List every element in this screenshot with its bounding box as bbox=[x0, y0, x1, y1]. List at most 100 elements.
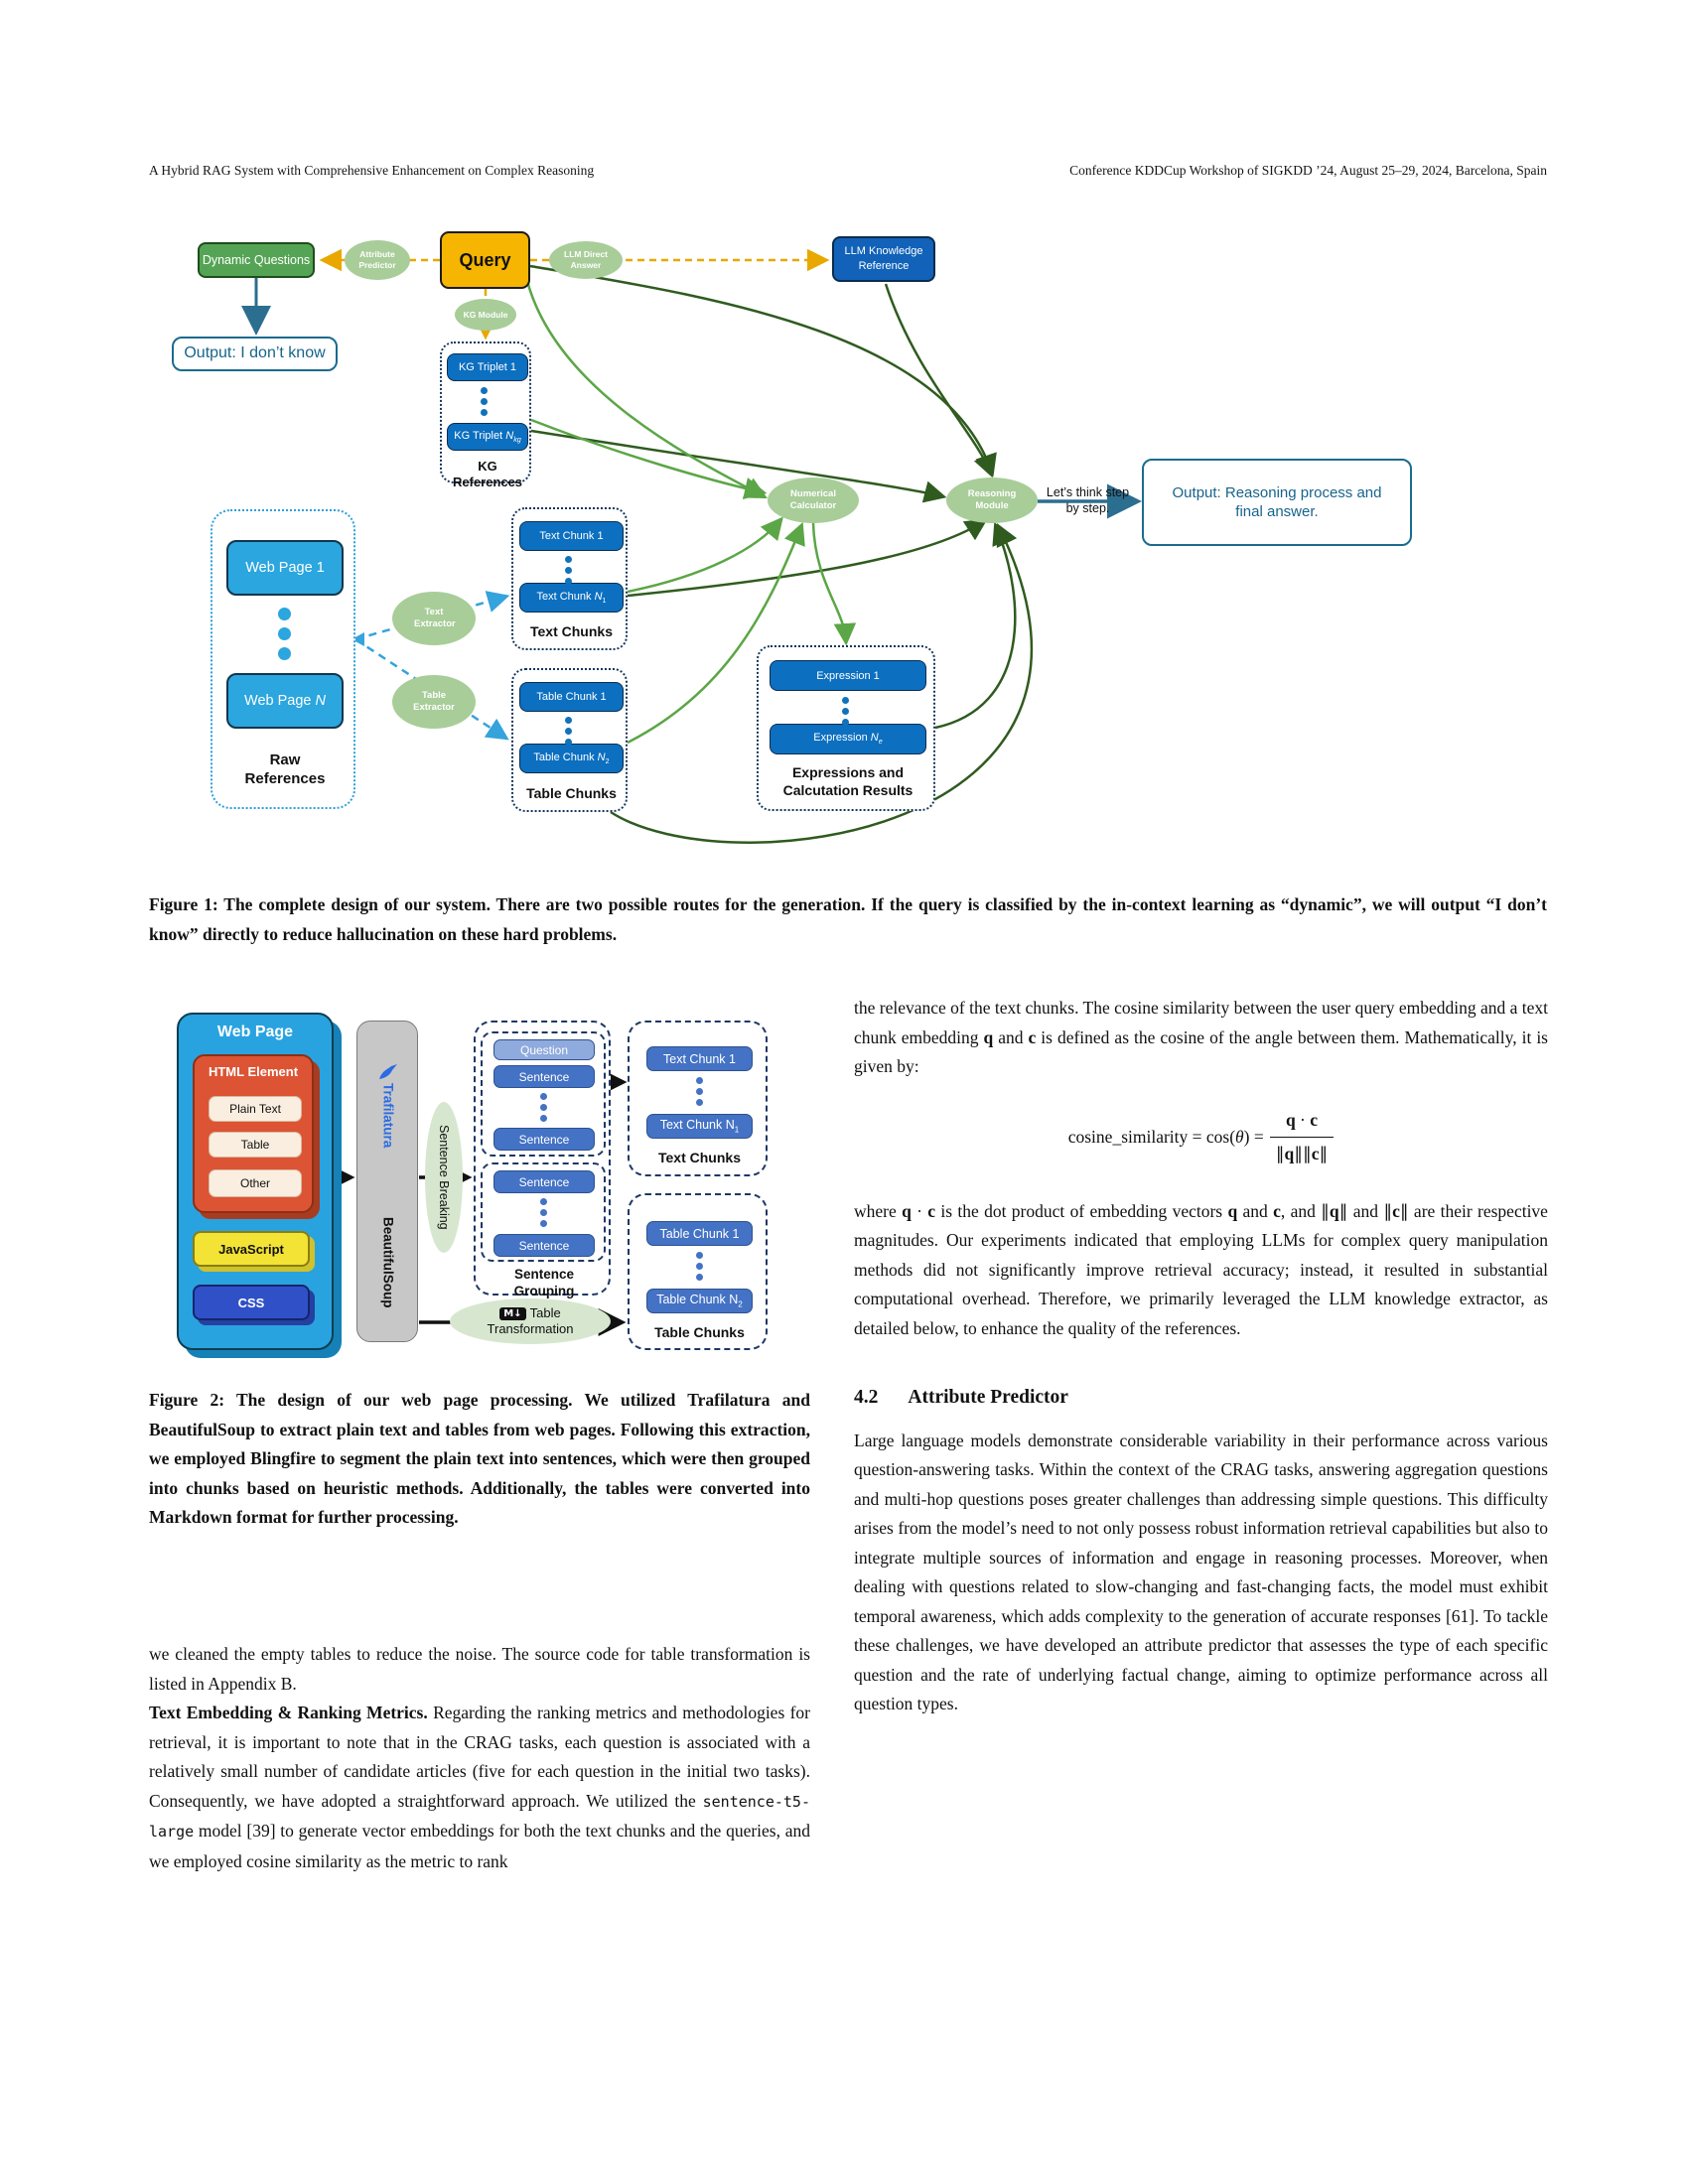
beautifulsoup-label: BeautifulSoup bbox=[380, 1217, 396, 1308]
text-chunks-frame: Text Chunk 1 Text Chunk N1 Text Chunks bbox=[511, 507, 628, 650]
text-chunks-label: Text Chunks bbox=[530, 623, 613, 639]
output-reasoning-node: Output: Reasoning process and final answ… bbox=[1142, 459, 1412, 546]
figure1-arrows bbox=[241, 248, 1142, 844]
kg-references-frame: KG Triplet 1 KG Triplet Nkg KG Reference… bbox=[440, 341, 531, 489]
fig2-text-chunks-label: Text Chunks bbox=[658, 1150, 741, 1165]
figure2-diagram: Web Page HTML Element Plain Text Table O… bbox=[149, 1003, 809, 1360]
ellipsis-dots bbox=[540, 1093, 547, 1122]
sentence-node: Sentence bbox=[493, 1128, 595, 1151]
ellipsis-dots bbox=[565, 717, 572, 746]
sentence-grouping-frame: Question Sentence Sentence Sentence Sent… bbox=[474, 1021, 611, 1298]
body-paragraph: Text Embedding & Ranking Metrics. Regard… bbox=[149, 1703, 810, 1871]
ellipsis-dots bbox=[696, 1252, 703, 1281]
fig2-table-chunk-n-node: Table Chunk N2 bbox=[646, 1289, 753, 1313]
figure1-caption: Figure 1: The complete design of our sys… bbox=[149, 894, 1547, 944]
expressions-frame: Expression 1 Expression Ne Expressions a… bbox=[757, 645, 935, 811]
web-page-1-node: Web Page 1 bbox=[226, 540, 344, 596]
table-chunks-label: Table Chunks bbox=[526, 785, 617, 801]
sentence-node: Sentence bbox=[493, 1234, 595, 1257]
table-chunk-n-node: Table Chunk N2 bbox=[519, 744, 624, 773]
kg-triplet-1-node: KG Triplet 1 bbox=[447, 353, 528, 381]
table-transformation-label: M↓Table Transformation bbox=[487, 1304, 574, 1336]
markdown-icon: M↓ bbox=[499, 1306, 526, 1320]
sentence-node: Sentence bbox=[493, 1065, 595, 1088]
body-paragraph: Large language models demonstrate consid… bbox=[854, 1430, 1548, 1714]
web-page-node: Web Page HTML Element Plain Text Table O… bbox=[177, 1013, 334, 1350]
web-page-n-node: Web Page N bbox=[226, 673, 344, 729]
formula-numerator: q · c bbox=[1285, 1109, 1319, 1130]
sentence-breaking-node: Sentence Breaking bbox=[425, 1102, 463, 1253]
sentence-group-1: Question Sentence Sentence bbox=[481, 1031, 606, 1157]
numerical-calculator-node: Numerical Calculator bbox=[768, 478, 859, 523]
fig2-text-chunk-n-node: Text Chunk N1 bbox=[646, 1114, 753, 1139]
figure1-diagram: Dynamic Questions Attribute Predictor Qu… bbox=[149, 226, 1420, 882]
fig2-text-chunk-1-node: Text Chunk 1 bbox=[646, 1046, 753, 1071]
sentence-breaking-label: Sentence Breaking bbox=[437, 1125, 451, 1230]
fig2-table-chunks-frame: Table Chunk 1 Table Chunk N2 Table Chunk… bbox=[628, 1193, 768, 1350]
table-transformation-node: M↓Table Transformation bbox=[450, 1298, 611, 1344]
query-node: Query bbox=[440, 231, 530, 289]
text-chunk-1-node: Text Chunk 1 bbox=[519, 521, 624, 551]
ellipsis-dots bbox=[842, 697, 849, 726]
section-title: Attribute Predictor bbox=[908, 1387, 1068, 1408]
trafilatura-block: Trafilatura bbox=[357, 1031, 419, 1180]
ellipsis-dots bbox=[278, 608, 291, 660]
table-node: Table bbox=[209, 1132, 302, 1158]
figure2-caption: Figure 2: The design of our web page pro… bbox=[149, 1390, 810, 1527]
section-heading: 4.2 Attribute Predictor bbox=[854, 1383, 1548, 1413]
web-page-label: Web Page bbox=[216, 1024, 294, 1040]
running-head-venue: Conference KDDCup Workshop of SIGKDD ’24… bbox=[1069, 163, 1547, 178]
kg-module-node: KG Module bbox=[455, 299, 516, 331]
extractor-panel: Trafilatura BeautifulSoup bbox=[356, 1021, 418, 1342]
kg-references-label: KG References bbox=[452, 459, 523, 490]
text-chunk-n-node: Text Chunk N1 bbox=[519, 583, 624, 613]
running-head-title: A Hybrid RAG System with Comprehensive E… bbox=[149, 163, 595, 178]
right-column: the relevance of the text chunks. The co… bbox=[854, 994, 1548, 1719]
sentence-group-2: Sentence Sentence bbox=[481, 1162, 606, 1262]
trafilatura-label: Trafilatura bbox=[380, 1083, 396, 1149]
sentence-grouping-label: Sentence Grouping bbox=[513, 1267, 575, 1298]
table-extractor-node: Table Extractor bbox=[392, 675, 476, 729]
other-node: Other bbox=[209, 1169, 302, 1197]
llm-knowledge-reference-node: LLM Knowledge Reference bbox=[832, 236, 935, 282]
text-extractor-node: Text Extractor bbox=[392, 592, 476, 645]
raw-references-frame: Web Page 1 Web Page N Raw References bbox=[211, 509, 355, 809]
formula-denominator: ∥q∥∥c∥ bbox=[1269, 1137, 1335, 1169]
css-node: CSS bbox=[193, 1285, 310, 1320]
fig2-table-chunks-label: Table Chunks bbox=[654, 1324, 745, 1340]
beautifulsoup-block: BeautifulSoup bbox=[357, 1188, 419, 1337]
ellipsis-dots bbox=[696, 1077, 703, 1106]
lets-think-label: Let’s think step by step. bbox=[1046, 484, 1130, 515]
llm-direct-answer-node: LLM Direct Answer bbox=[549, 241, 623, 279]
dynamic-questions-node: Dynamic Questions bbox=[198, 242, 315, 278]
cosine-similarity-formula: cosine_similarity = cos(θ) = q · c ∥q∥∥c… bbox=[854, 1106, 1548, 1169]
question-node: Question bbox=[493, 1039, 595, 1060]
section-number: 4.2 bbox=[854, 1387, 879, 1408]
attribute-predictor-node: Attribute Predictor bbox=[345, 240, 410, 280]
javascript-node: JavaScript bbox=[193, 1231, 310, 1267]
html-element-node: HTML Element Plain Text Table Other bbox=[193, 1054, 314, 1213]
ellipsis-dots bbox=[540, 1198, 547, 1227]
body-paragraph: the relevance of the text chunks. The co… bbox=[854, 998, 1548, 1076]
expression-1-node: Expression 1 bbox=[770, 660, 926, 691]
trafilatura-logo-icon bbox=[379, 1064, 397, 1080]
table-chunks-frame: Table Chunk 1 Table Chunk N2 Table Chunk… bbox=[511, 668, 628, 812]
kg-triplet-n-node: KG Triplet Nkg bbox=[447, 423, 528, 451]
reasoning-module-node: Reasoning Module bbox=[946, 478, 1038, 523]
output-idk-node: Output: I don’t know bbox=[172, 337, 338, 371]
left-column: we cleaned the empty tables to reduce th… bbox=[149, 1640, 810, 1876]
expression-n-node: Expression Ne bbox=[770, 724, 926, 754]
expressions-label: Expressions and Calcutation Results bbox=[782, 764, 914, 798]
fig2-text-chunks-frame: Text Chunk 1 Text Chunk N1 Text Chunks bbox=[628, 1021, 768, 1176]
body-paragraph: where q · c is the dot product of embedd… bbox=[854, 1200, 1548, 1338]
raw-references-label: Raw References bbox=[244, 751, 326, 787]
fig2-table-chunk-1-node: Table Chunk 1 bbox=[646, 1221, 753, 1246]
plain-text-node: Plain Text bbox=[209, 1096, 302, 1122]
formula-fraction: q · c ∥q∥∥c∥ bbox=[1269, 1106, 1335, 1169]
formula-lhs: cosine_similarity = cos(θ) = bbox=[1067, 1126, 1264, 1147]
table-chunk-1-node: Table Chunk 1 bbox=[519, 682, 624, 712]
html-element-label: HTML Element bbox=[208, 1063, 299, 1079]
ellipsis-dots bbox=[565, 556, 572, 585]
body-paragraph: we cleaned the empty tables to reduce th… bbox=[149, 1644, 810, 1694]
